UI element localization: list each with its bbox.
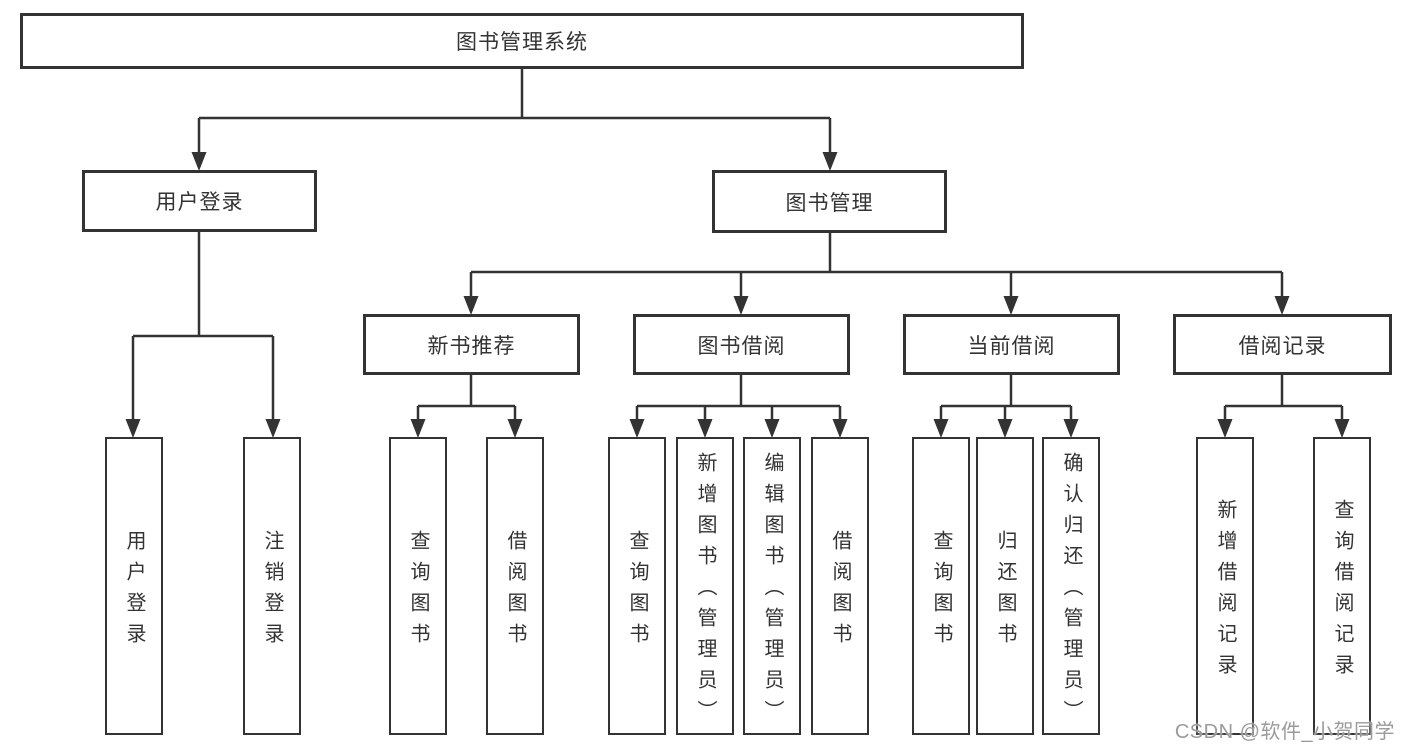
leaf-confirm-return-admin: 确认归还（管理员） xyxy=(1042,437,1100,735)
node-borrow-records: 借阅记录 xyxy=(1173,314,1392,375)
node-new-book-recommend: 新书推荐 xyxy=(363,314,580,375)
node-book-management-label: 图书管理 xyxy=(785,191,874,215)
leaf-logout-label: 注销登录 xyxy=(261,529,283,654)
leaf-add-borrow-record: 新增借阅记录 xyxy=(1196,437,1254,735)
leaf-edit-books-admin-label: 编辑图书（管理员） xyxy=(761,452,783,731)
node-book-management: 图书管理 xyxy=(712,170,947,233)
node-borrow-records-label: 借阅记录 xyxy=(1238,334,1327,358)
leaf-logout: 注销登录 xyxy=(243,437,301,735)
leaf-recommend-query-books-label: 查询图书 xyxy=(407,529,429,654)
leaf-recommend-query-books: 查询图书 xyxy=(389,437,447,735)
leaf-borrow-books: 借阅图书 xyxy=(811,437,869,735)
leaf-add-books-admin-label: 新增图书（管理员） xyxy=(694,452,716,731)
leaf-edit-books-admin: 编辑图书（管理员） xyxy=(743,437,801,735)
leaf-user-login: 用户登录 xyxy=(105,437,163,735)
node-new-book-recommend-label: 新书推荐 xyxy=(427,334,516,358)
leaf-borrow-books-label: 借阅图书 xyxy=(829,529,851,654)
leaf-user-login-label: 用户登录 xyxy=(123,529,145,654)
node-book-borrow-label: 图书借阅 xyxy=(697,334,786,358)
connector-group xyxy=(125,69,1350,438)
leaf-borrow-query-books: 查询图书 xyxy=(608,437,666,735)
leaf-recommend-borrow-books: 借阅图书 xyxy=(486,437,544,735)
leaf-query-borrow-record: 查询借阅记录 xyxy=(1313,437,1371,735)
leaf-add-borrow-record-label: 新增借阅记录 xyxy=(1214,498,1236,685)
leaf-current-query-books-label: 查询图书 xyxy=(930,529,952,654)
leaf-borrow-query-books-label: 查询图书 xyxy=(626,529,648,654)
leaf-query-borrow-record-label: 查询借阅记录 xyxy=(1331,498,1353,685)
csdn-watermark: CSDN @软件_小贺同学 xyxy=(1174,721,1395,743)
leaf-confirm-return-admin-label: 确认归还（管理员） xyxy=(1060,452,1082,731)
node-user-login: 用户登录 xyxy=(82,170,317,232)
leaf-add-books-admin: 新增图书（管理员） xyxy=(676,437,734,735)
leaf-return-books: 归还图书 xyxy=(976,437,1034,735)
leaf-recommend-borrow-books-label: 借阅图书 xyxy=(504,529,526,654)
node-root-label: 图书管理系统 xyxy=(456,31,588,54)
node-user-login-label: 用户登录 xyxy=(155,191,244,214)
node-current-borrow: 当前借阅 xyxy=(903,314,1120,375)
leaf-current-query-books: 查询图书 xyxy=(912,437,970,735)
node-current-borrow-label: 当前借阅 xyxy=(967,334,1056,358)
node-root: 图书管理系统 xyxy=(20,13,1024,69)
leaf-return-books-label: 归还图书 xyxy=(994,529,1016,654)
node-book-borrow: 图书借阅 xyxy=(633,314,850,375)
